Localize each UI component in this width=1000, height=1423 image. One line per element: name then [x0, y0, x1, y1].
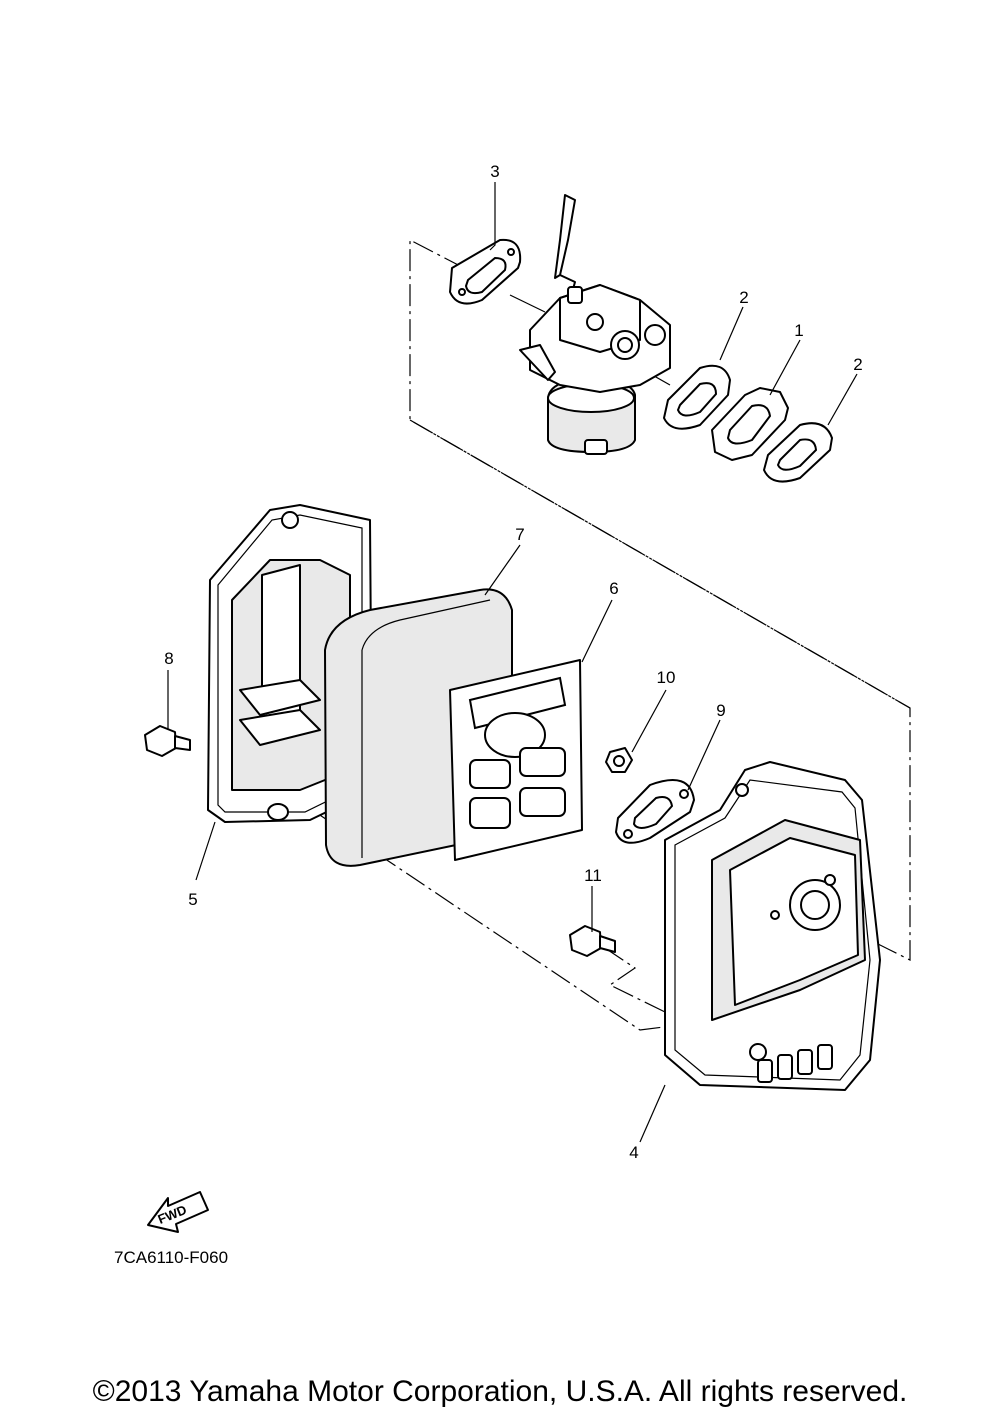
carburetor — [519, 194, 671, 455]
callout-2-left: 2 — [739, 288, 748, 307]
callout-9: 9 — [716, 701, 725, 720]
callout-10: 10 — [657, 668, 676, 687]
gasket-3 — [449, 238, 522, 305]
gasket-2-right — [763, 422, 833, 483]
callout-11: 11 — [584, 866, 602, 885]
insulator-1 — [711, 387, 789, 461]
diagram-code: 7CA6110-F060 — [114, 1248, 228, 1267]
callout-7: 7 — [515, 525, 524, 544]
gasket-2-left — [663, 364, 731, 430]
callout-leaders — [167, 182, 858, 1143]
callout-3: 3 — [490, 162, 499, 181]
bolt-8 — [144, 725, 191, 757]
bolt-11 — [569, 925, 616, 957]
callout-labels: 1 2 2 3 4 5 6 7 8 9 10 11 — [164, 162, 862, 1162]
callout-1: 1 — [794, 321, 803, 340]
copyright-notice: ©2013 Yamaha Motor Corporation, U.S.A. A… — [92, 1375, 908, 1408]
callout-5: 5 — [188, 890, 197, 909]
gasket-9 — [615, 779, 695, 844]
callout-2-right: 2 — [853, 355, 862, 374]
air-cleaner-cover-4 — [664, 761, 881, 1091]
callout-6: 6 — [609, 579, 618, 598]
nut-10 — [605, 747, 633, 773]
callout-4: 4 — [629, 1143, 638, 1162]
element-frame-6 — [449, 659, 583, 861]
callout-8: 8 — [164, 649, 173, 668]
fwd-arrow-icon: FWD — [147, 1191, 209, 1233]
